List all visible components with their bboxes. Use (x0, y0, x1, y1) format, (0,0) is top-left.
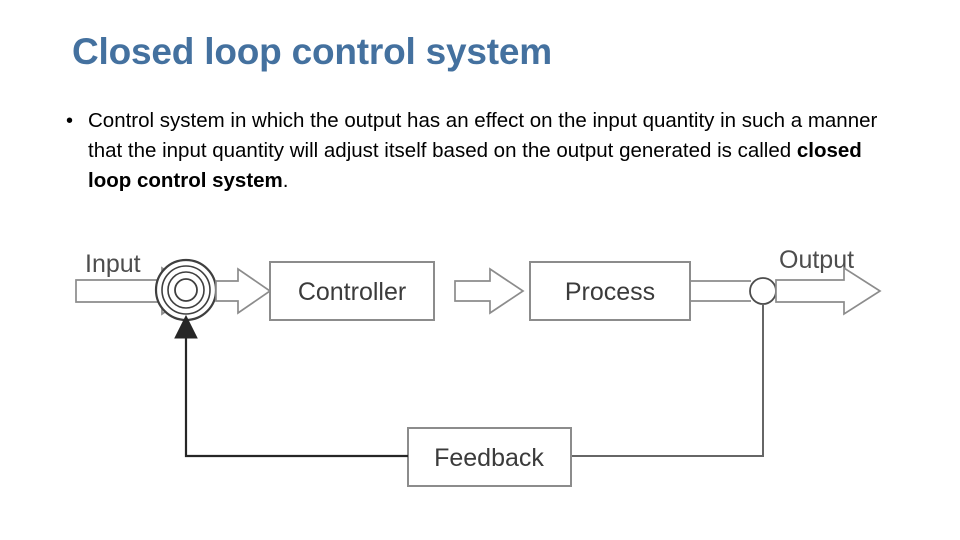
junction-to-controller-arrow (215, 267, 272, 315)
output-arrow (775, 266, 882, 316)
bullet-text-part-3: . (282, 169, 289, 192)
bullet-text-part-1: Control system in which the output has a… (88, 109, 878, 162)
controller-to-process-arrow (454, 267, 525, 315)
takeoff-point (749, 277, 777, 305)
summing-junction (154, 258, 218, 322)
block-label-process: Process (565, 278, 655, 306)
block-process: Process (529, 261, 691, 321)
bullet-marker: • (66, 110, 74, 132)
list-item: • Control system in which the output has… (66, 106, 896, 196)
bullet-text-emphasis: closed loop control system (88, 139, 862, 192)
block-label-feedback: Feedback (434, 444, 544, 472)
block-label-controller: Controller (298, 278, 406, 306)
diagram-label-input: Input (85, 250, 141, 278)
feedback-arrowhead-icon (174, 314, 198, 339)
block-controller: Controller (269, 261, 435, 321)
takeoff-to-feedback-line (571, 304, 764, 457)
block-feedback: Feedback (407, 427, 572, 487)
diagram-label-output: Output (779, 246, 854, 274)
page-title: Closed loop control system (72, 31, 552, 72)
block-diagram: Input Controller Process (0, 210, 960, 520)
bullet-text: Control system in which the output has a… (88, 106, 896, 196)
feedback-to-junction-line (184, 334, 408, 458)
body-content: • Control system in which the output has… (66, 106, 896, 196)
